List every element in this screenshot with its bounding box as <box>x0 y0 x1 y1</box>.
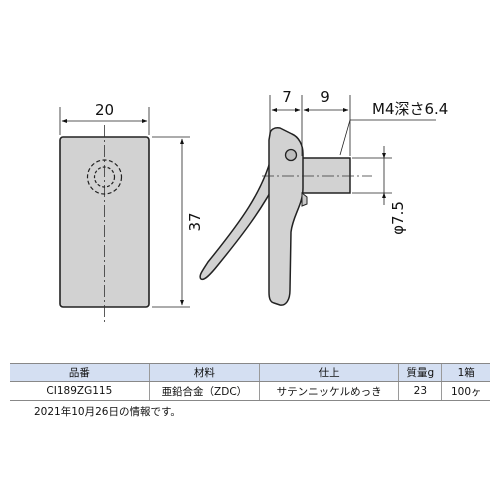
dimension-width: 20 <box>59 101 150 135</box>
dimension-side-top: 7 9 <box>269 88 351 156</box>
table-row: CI189ZG115 亜鉛合金（ZDC） サテンニッケルめっき 23 100ヶ <box>10 381 490 401</box>
side-clip <box>301 191 308 207</box>
cell-mass: 23 <box>398 381 442 401</box>
hidden-boss-outer <box>86 159 123 195</box>
header-part-number: 品番 <box>10 363 150 382</box>
dimension-width-label: 20 <box>95 101 114 119</box>
side-hinge-pin <box>284 148 298 162</box>
cell-box-qty: 100ヶ <box>441 381 490 401</box>
dimension-height: 37 <box>152 136 204 308</box>
cell-finish: サテンニッケルめっき <box>259 381 399 401</box>
info-date-note: 2021年10月26日の情報です。 <box>34 406 181 418</box>
dimension-diameter-label: φ7.5 <box>389 201 407 235</box>
spec-table: 品番 材料 仕上 質量g 1箱 CI189ZG115 亜鉛合金（ZDC） サテン… <box>10 363 490 401</box>
dimension-diameter: φ7.5 <box>352 146 407 235</box>
side-lever <box>199 149 279 281</box>
dimension-boss-length-label: 9 <box>320 88 330 106</box>
hidden-boss-inner <box>93 166 116 188</box>
header-mass: 質量g <box>398 363 442 382</box>
header-material: 材料 <box>148 363 260 382</box>
thread-note-label: M4深さ6.4 <box>372 100 448 118</box>
side-view <box>199 127 372 306</box>
header-box-qty: 1箱 <box>441 363 490 382</box>
cell-part-number: CI189ZG115 <box>10 381 150 401</box>
dimension-height-label: 37 <box>186 212 204 231</box>
front-view <box>59 125 150 322</box>
side-boss <box>301 157 351 194</box>
technical-drawing: 20 37 7 9 M4深さ6.4 <box>59 88 448 322</box>
header-finish: 仕上 <box>259 363 399 382</box>
thread-note: M4深さ6.4 <box>339 100 448 156</box>
dimension-lever-offset-label: 7 <box>282 88 292 106</box>
cell-material: 亜鉛合金（ZDC） <box>148 381 260 401</box>
side-body <box>268 127 304 306</box>
spec-table-header-row: 品番 材料 仕上 質量g 1箱 <box>10 363 490 382</box>
